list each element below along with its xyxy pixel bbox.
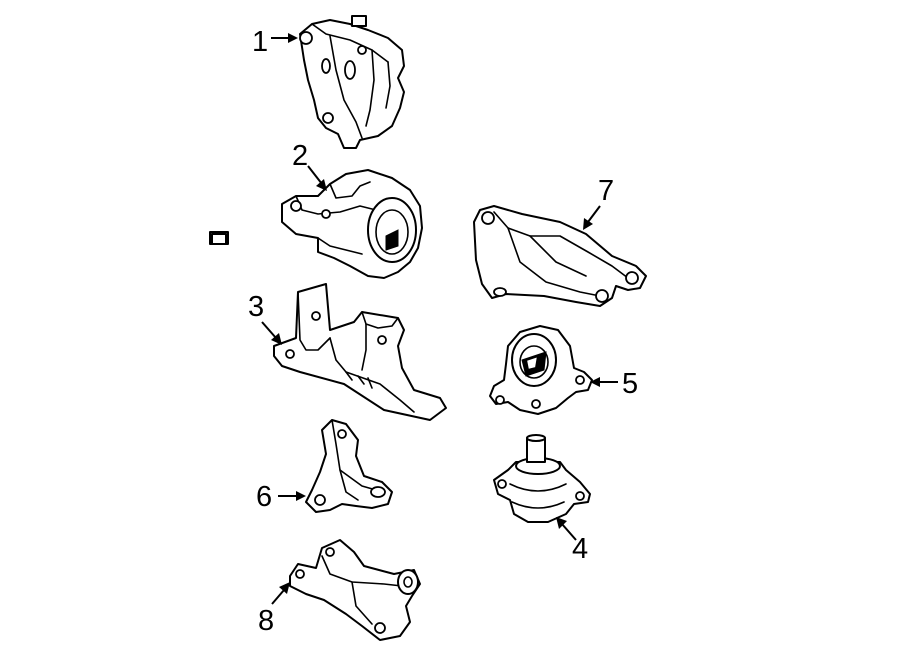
part-5-rubber-mount	[489, 325, 593, 415]
callout-4: 4	[572, 533, 588, 565]
callout-5: 5	[622, 368, 638, 400]
part-1-upper-bracket	[299, 15, 405, 149]
part-7-brace-arm	[473, 205, 647, 307]
callout-2: 2	[292, 140, 308, 172]
part-8-lower-bracket	[289, 539, 421, 641]
callout-6: 6	[256, 481, 272, 513]
part-2-transmission-mount	[209, 169, 423, 279]
part-4-hydraulic-mount	[493, 434, 591, 523]
part-6-small-bracket	[305, 419, 393, 513]
callout-7: 7	[598, 175, 614, 207]
leader-lines	[261, 33, 618, 605]
callout-8: 8	[258, 605, 274, 637]
callout-1: 1	[252, 26, 268, 58]
part-3-lower-bracket	[273, 283, 447, 421]
callout-3: 3	[248, 291, 264, 323]
